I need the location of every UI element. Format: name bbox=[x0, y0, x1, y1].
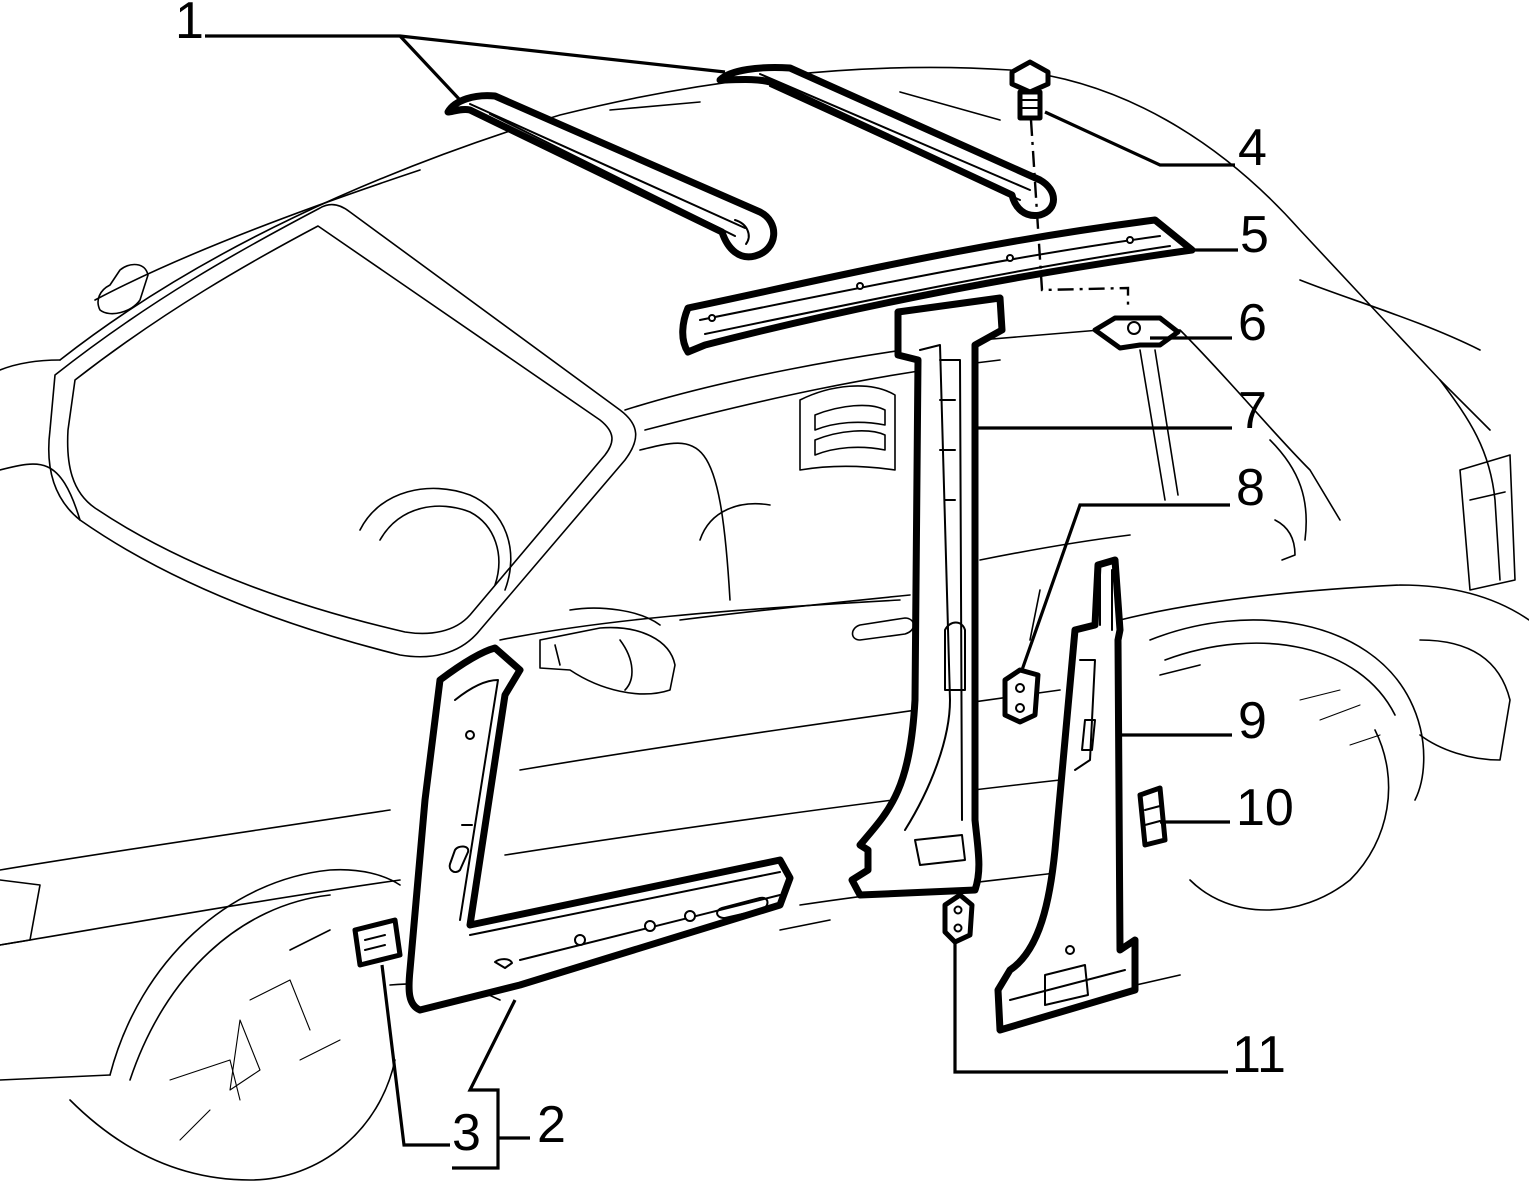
part-2-a-pillar-sill bbox=[405, 644, 794, 1014]
part-4-assembly-axis bbox=[1029, 119, 1130, 305]
part-5-roof-rail bbox=[679, 216, 1196, 356]
leader-11 bbox=[953, 942, 1228, 1074]
part-3-bracket bbox=[352, 917, 403, 968]
leader-lines bbox=[205, 34, 1238, 1170]
part-11-pad bbox=[942, 892, 975, 945]
callout-1: 1 bbox=[175, 0, 204, 50]
callout-10: 10 bbox=[1236, 779, 1294, 837]
part-8-pad bbox=[1002, 667, 1041, 725]
part-4-bolt bbox=[1009, 59, 1051, 121]
callout-5: 5 bbox=[1240, 206, 1269, 264]
callout-7: 7 bbox=[1238, 382, 1267, 440]
leader-4 bbox=[1044, 110, 1235, 167]
callout-4: 4 bbox=[1238, 119, 1267, 177]
leader-1 bbox=[205, 34, 726, 102]
part-9-b-pillar-inner bbox=[994, 556, 1139, 1034]
callout-2: 2 bbox=[537, 1096, 566, 1154]
part-7-b-pillar bbox=[848, 294, 1006, 899]
callout-8: 8 bbox=[1236, 459, 1265, 517]
callout-11: 11 bbox=[1232, 1026, 1286, 1084]
callout-6: 6 bbox=[1238, 294, 1267, 352]
callout-9: 9 bbox=[1238, 692, 1267, 750]
part-10-pad bbox=[1137, 785, 1168, 848]
part-1-roof-bow-front bbox=[444, 92, 778, 261]
leader-2 bbox=[452, 999, 530, 1170]
leader-8 bbox=[1020, 503, 1230, 671]
car-body-outline bbox=[0, 66, 1529, 1181]
callout-3: 3 bbox=[452, 1104, 481, 1162]
leader-3 bbox=[380, 964, 450, 1147]
part-1-roof-bow-rear bbox=[716, 64, 1057, 220]
callout-labels: 1 4 5 6 7 8 9 10 11 3 2 bbox=[175, 0, 1294, 1162]
part-6-nut-plate bbox=[1092, 315, 1181, 351]
